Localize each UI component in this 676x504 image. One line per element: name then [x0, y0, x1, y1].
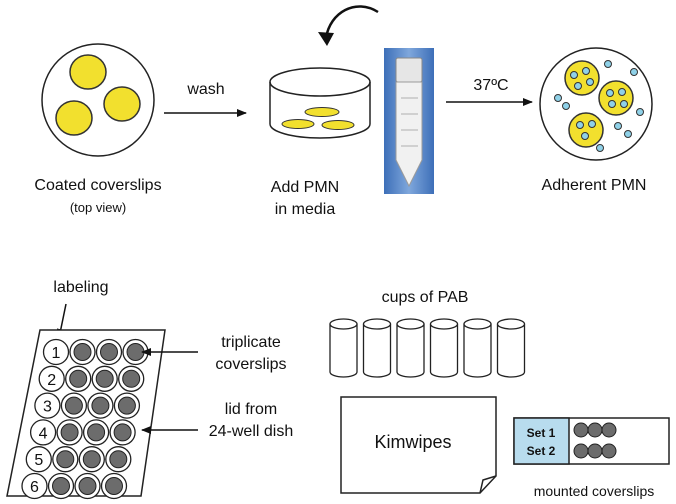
cups-of-pab-label: cups of PAB	[382, 289, 469, 306]
coverslip	[73, 343, 92, 361]
coverslip	[87, 423, 106, 442]
set-1-label: Set 1	[527, 426, 556, 440]
well-grid	[21, 338, 149, 500]
coverslips-label: coverslips	[215, 356, 286, 373]
coverslip	[568, 112, 604, 148]
pour-arrow	[324, 5, 379, 39]
coverslip	[122, 369, 141, 388]
coverslip	[113, 423, 132, 442]
kimwipes-sheet	[340, 396, 497, 494]
triplicate-label: triplicate	[221, 334, 281, 351]
well	[38, 365, 65, 392]
lid-label: lid from	[225, 401, 277, 418]
add-pmn-label: Add PMN	[271, 179, 339, 196]
well	[29, 419, 57, 446]
cup	[429, 318, 459, 378]
coverslip	[126, 343, 145, 361]
coverslip	[78, 477, 97, 495]
coverslip	[56, 450, 75, 469]
well-number: 1	[52, 345, 61, 362]
well	[42, 338, 70, 366]
adherent-pmn-label: Adherent PMN	[542, 177, 647, 194]
coverslip	[601, 422, 617, 438]
coverslip	[55, 100, 93, 136]
temperature-label: 37ºC	[473, 77, 508, 94]
conical-tube-icon	[384, 48, 434, 194]
coverslip	[564, 60, 600, 96]
coated-coverslips-dish	[41, 43, 155, 157]
top-view-label: (top view)	[70, 200, 126, 215]
well-number: 2	[47, 372, 56, 389]
media-dish	[269, 67, 371, 139]
well-numbers: 1 2 3 4 5 6	[30, 345, 61, 496]
mounted-coverslips-label: mounted coverslips	[534, 483, 655, 499]
mounted-slide	[513, 417, 670, 465]
coverslip	[587, 422, 603, 438]
well	[34, 392, 61, 419]
well	[25, 446, 52, 473]
cup	[362, 318, 392, 378]
coverslip	[598, 80, 634, 116]
coated-coverslips-label: Coated coverslips	[34, 177, 161, 194]
coverslip	[105, 477, 123, 495]
well-number: 4	[39, 425, 48, 442]
coverslip	[281, 119, 315, 129]
coverslip	[52, 477, 70, 495]
coverslip	[82, 450, 101, 469]
in-media-label: in media	[275, 201, 336, 218]
coverslip	[69, 54, 107, 90]
coverslip	[601, 443, 617, 459]
coverslip	[109, 450, 128, 469]
well-number: 6	[30, 479, 39, 496]
coverslip	[117, 396, 136, 415]
coverslip	[587, 443, 603, 459]
well-dish-label: 24-well dish	[209, 423, 293, 440]
coverslip	[64, 396, 83, 415]
coverslip	[304, 107, 340, 117]
cup	[496, 318, 526, 378]
coverslip	[60, 423, 79, 442]
cup	[396, 318, 425, 378]
labeling-label: labeling	[53, 279, 108, 296]
cup	[463, 318, 492, 378]
wash-label: wash	[186, 81, 224, 98]
coverslip	[573, 443, 589, 459]
pour-arrow-head	[318, 32, 334, 46]
coverslip	[321, 120, 355, 130]
pab-cups	[329, 318, 526, 378]
well-number: 3	[43, 399, 52, 416]
kimwipes-label: Kimwipes	[374, 432, 451, 452]
adherent-pmn-dish	[539, 47, 653, 161]
well	[21, 472, 48, 500]
coverslip	[103, 86, 141, 122]
coverslip	[69, 369, 88, 388]
cup	[329, 318, 358, 378]
coverslip	[95, 369, 114, 388]
set-label-box	[513, 417, 570, 465]
coverslip	[91, 396, 110, 415]
coverslip	[100, 343, 118, 361]
coverslip	[573, 422, 589, 438]
set-2-label: Set 2	[527, 444, 556, 458]
well-number: 5	[34, 452, 43, 469]
